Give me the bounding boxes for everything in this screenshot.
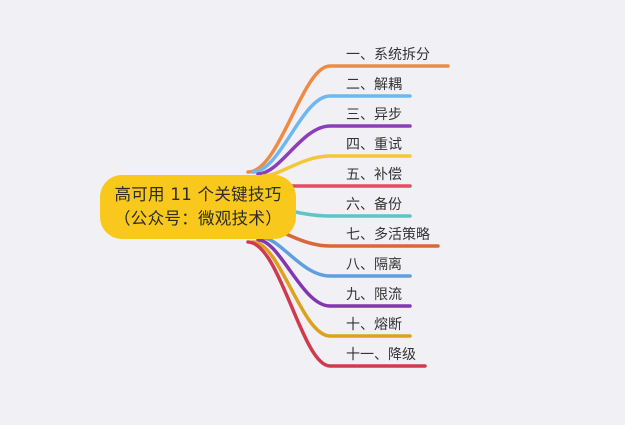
branch-line-10 [251,240,412,338]
branch-label-5[interactable]: 五、补偿 [346,167,402,183]
central-topic[interactable]: 高可用 11 个关键技巧 （公众号：微观技术） [100,175,296,239]
branch-label-7[interactable]: 七、多活策略 [346,227,430,243]
branch-line-2 [251,94,412,174]
branch-label-11[interactable]: 十一、降级 [346,347,416,363]
branch-label-9[interactable]: 九、限流 [346,287,402,303]
branch-line-3 [256,124,412,176]
central-topic-subtitle: （公众号：微观技术） [114,209,282,228]
branch-label-4[interactable]: 四、重试 [346,137,402,153]
central-topic-title: 高可用 11 个关键技巧 [114,185,282,204]
branch-label-2[interactable]: 二、解耦 [346,77,402,93]
branch-line-1 [246,64,450,174]
branch-line-9 [256,238,412,308]
branch-label-10[interactable]: 十、熔断 [346,317,402,333]
branch-line-8 [261,236,412,278]
branch-line-11 [246,240,427,368]
branch-label-3[interactable]: 三、异步 [346,107,402,123]
branch-label-8[interactable]: 八、隔离 [346,257,402,273]
branch-label-1[interactable]: 一、系统拆分 [346,47,430,63]
branch-label-6[interactable]: 六、备份 [346,197,402,213]
